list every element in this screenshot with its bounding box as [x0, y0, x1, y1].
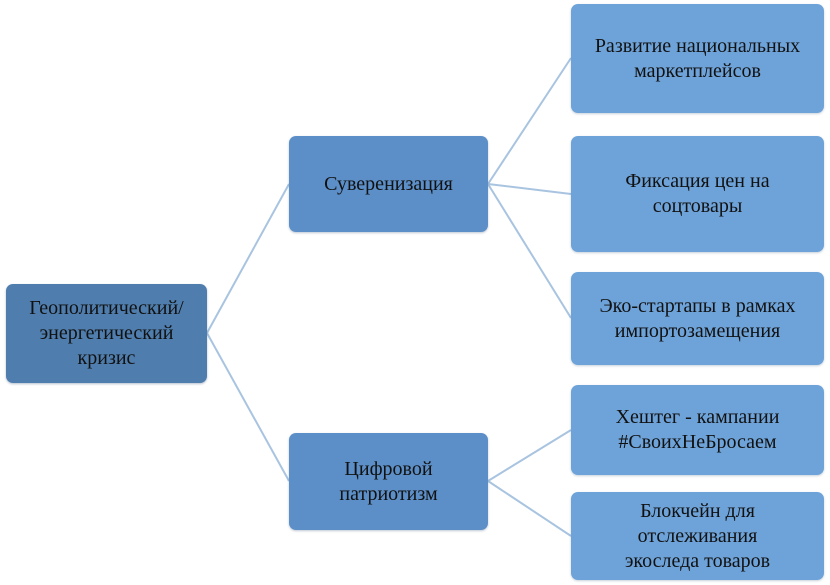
leaf-node-blockchain-eco-footprint: Блокчейн для отслеживания экоследа товар…: [571, 492, 824, 580]
leaf-node-national-marketplaces: Развитие национальных маркетплейсов: [571, 4, 824, 113]
leaf-node-hashtag-campaigns: Хештег - кампании #СвоихНеБросаем: [571, 385, 824, 475]
leaf-node-price-fixing: Фиксация цен на соцтовары: [571, 136, 824, 252]
connector-sovereignization-to-eco-startups: [487, 183, 572, 319]
connector-sovereignization-to-marketplaces: [487, 57, 572, 185]
connector-sovereignization-to-price-fixing: [487, 183, 572, 195]
connector-digital-to-blockchain: [487, 480, 572, 537]
branch-node-digital-patriotism: Цифровой патриотизм: [289, 433, 488, 530]
connector-root-to-sovereignization: [206, 183, 290, 334]
branch-node-sovereignization: Суверенизация: [289, 136, 488, 232]
connector-digital-to-hashtag: [487, 429, 572, 482]
leaf-node-eco-startups: Эко-стартапы в рамках импортозамещения: [571, 272, 824, 365]
root-node-geopolitical-crisis: Геополитический/ энергетический кризис: [6, 284, 207, 383]
connector-root-to-digital-patriotism: [206, 332, 290, 482]
